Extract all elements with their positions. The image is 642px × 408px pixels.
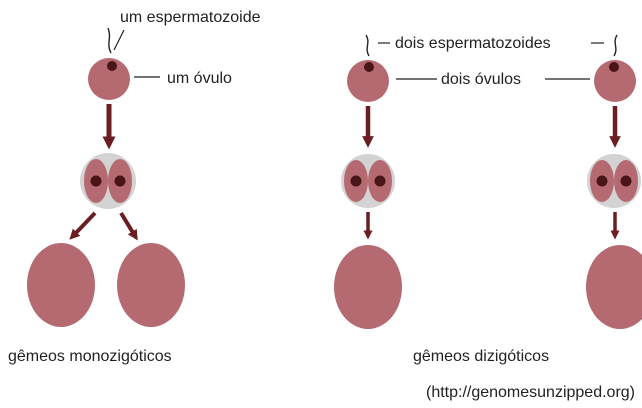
twin-embryo <box>27 243 95 327</box>
embryo-nucleus <box>374 175 386 187</box>
monozygotic-group: um espermatozoide um óvulo gêmeos monozi… <box>8 9 261 365</box>
embryo-nucleus <box>90 175 102 187</box>
sperm-double-label: dois espermatozoides <box>395 35 551 52</box>
two-cell-embryo <box>587 154 641 208</box>
embryo-nucleus <box>350 175 362 187</box>
embryo-nucleus <box>114 175 126 187</box>
sperm-label: um espermatozoide <box>120 9 261 26</box>
arrow-split-left <box>69 211 97 240</box>
arrow-split-right <box>119 211 138 241</box>
twins-mono-label: gêmeos monozigóticos <box>8 348 172 365</box>
embryo-nucleus <box>596 175 608 187</box>
ovum-nucleus <box>107 61 117 71</box>
ova-double-label: dois óvulos <box>441 71 521 88</box>
two-cell-embryo <box>80 153 136 209</box>
ovum-cell <box>594 60 636 102</box>
sperm-icon <box>107 27 112 54</box>
ovum-nucleus <box>609 62 619 72</box>
ovum-nucleus <box>364 62 374 72</box>
twin-embryo <box>334 245 402 329</box>
ovum-cell <box>347 60 389 102</box>
source-credit: (http://genomesunzipped.org) <box>426 384 635 401</box>
twin-embryo <box>117 243 185 327</box>
sperm-leader-line <box>113 29 125 51</box>
dizygotic-group: dois espermatozoides dois óvulos <box>334 34 642 365</box>
sperm-icon <box>365 34 370 57</box>
twins-di-label: gêmeos dizigóticos <box>413 348 549 365</box>
twin-embryo <box>586 245 642 329</box>
sperm-icon <box>613 34 618 57</box>
two-cell-embryo <box>341 154 395 208</box>
ovum-label: um óvulo <box>167 70 232 87</box>
ovum-cell <box>88 58 130 100</box>
embryo-nucleus <box>620 175 632 187</box>
